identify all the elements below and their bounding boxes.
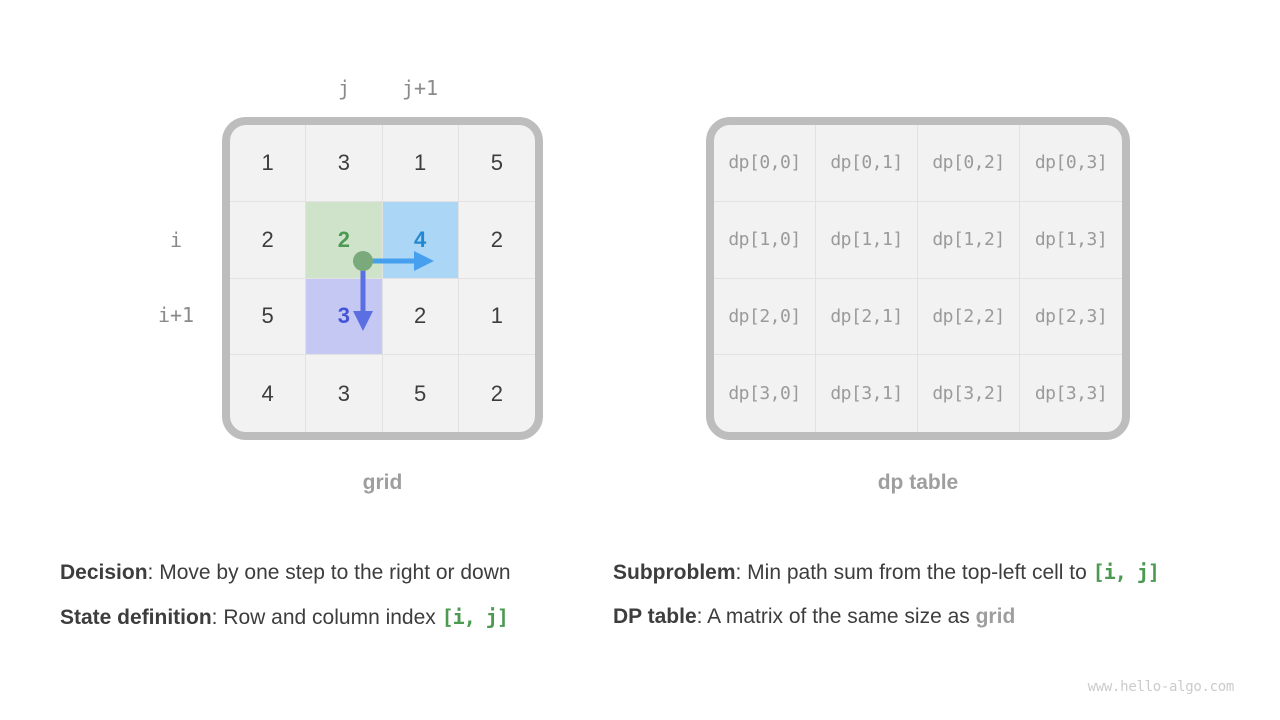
note-dp-table-text: : A matrix of the same size as bbox=[696, 605, 976, 628]
dp-cell: dp[1,2] bbox=[918, 201, 1020, 279]
note-subproblem-code: [i, j] bbox=[1092, 560, 1160, 584]
dp-cell: dp[2,1] bbox=[816, 278, 918, 356]
grid-cell-down-purple: 3 bbox=[306, 278, 383, 356]
grid-cell: 5 bbox=[383, 355, 459, 432]
note-dp-table-label: DP table bbox=[613, 605, 697, 628]
note-dp-table: DP table: A matrix of the same size as g… bbox=[613, 604, 1015, 630]
dp-cell: dp[3,2] bbox=[918, 355, 1020, 432]
dp-cell: dp[0,0] bbox=[714, 125, 816, 202]
note-subproblem: Subproblem: Min path sum from the top-le… bbox=[613, 559, 1160, 586]
grid-matrix: 1 3 1 5 2 2 4 2 5 3 2 1 4 3 5 2 bbox=[222, 117, 543, 440]
row-label-i-plus-1: i+1 bbox=[157, 303, 195, 327]
grid-cell: 3 bbox=[306, 355, 383, 432]
grid-cell: 5 bbox=[230, 278, 307, 356]
grid-cell: 2 bbox=[230, 201, 307, 279]
col-label-j: j bbox=[337, 76, 351, 100]
grid-cell-current-green: 2 bbox=[306, 201, 383, 279]
note-decision: Decision: Move by one step to the right … bbox=[60, 559, 511, 586]
dp-cell: dp[1,0] bbox=[714, 201, 816, 279]
note-state-label: State definition bbox=[60, 606, 212, 629]
grid-cell: 1 bbox=[230, 125, 307, 202]
dp-cell: dp[3,1] bbox=[816, 355, 918, 432]
grid-cell: 4 bbox=[230, 355, 307, 432]
dp-cell: dp[1,1] bbox=[816, 201, 918, 279]
dp-cell: dp[2,2] bbox=[918, 278, 1020, 356]
watermark: www.hello-algo.com bbox=[1087, 679, 1235, 695]
grid-cell: 2 bbox=[458, 202, 535, 279]
dp-cell: dp[0,3] bbox=[1020, 125, 1122, 202]
note-state-definition: State definition: Row and column index [… bbox=[60, 604, 509, 631]
grid-cell: 1 bbox=[382, 125, 459, 202]
grid-cell: 2 bbox=[490, 380, 503, 406]
note-state-text: : Row and column index bbox=[211, 606, 442, 629]
row-label-i: i bbox=[169, 228, 183, 252]
dp-cell: dp[0,1] bbox=[816, 125, 918, 202]
dp-cell: dp[2,3] bbox=[1020, 279, 1122, 356]
dp-cell: dp[0,2] bbox=[918, 125, 1020, 202]
note-state-code: [i, j] bbox=[441, 605, 509, 629]
grid-cell: 3 bbox=[306, 125, 383, 202]
note-dp-table-suffix: grid bbox=[975, 605, 1016, 628]
dp-table-matrix: dp[0,0] dp[0,1] dp[0,2] dp[0,3] dp[1,0] … bbox=[706, 117, 1130, 440]
grid-cell-right-blue: 4 bbox=[382, 201, 459, 279]
grid-cell: 2 bbox=[382, 278, 459, 356]
note-decision-text: : Move by one step to the right or down bbox=[147, 561, 511, 584]
col-label-j-plus-1: j+1 bbox=[401, 76, 439, 100]
dp-table-caption: dp table bbox=[877, 471, 959, 494]
note-subproblem-label: Subproblem bbox=[613, 561, 736, 584]
grid-cell: 5 bbox=[458, 125, 535, 202]
dp-cell: dp[3,3] bbox=[1034, 383, 1108, 405]
note-decision-label: Decision bbox=[60, 561, 148, 584]
grid-caption: grid bbox=[362, 471, 403, 494]
note-subproblem-text: : Min path sum from the top-left cell to bbox=[735, 561, 1093, 584]
grid-cell: 1 bbox=[458, 279, 535, 356]
dp-cell: dp[2,0] bbox=[714, 278, 816, 356]
dp-cell: dp[3,0] bbox=[714, 355, 816, 432]
dp-cell: dp[1,3] bbox=[1020, 202, 1122, 279]
